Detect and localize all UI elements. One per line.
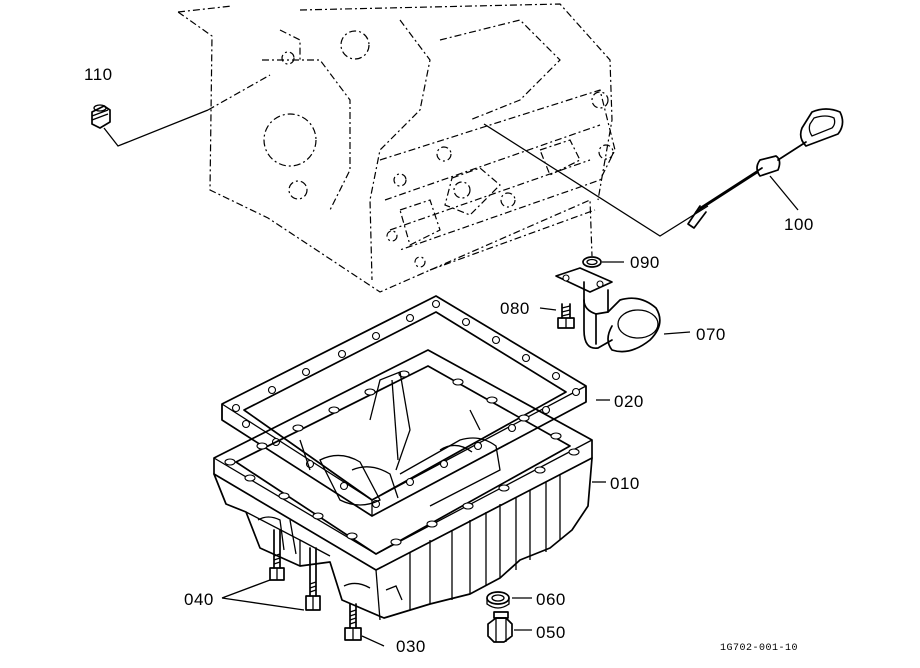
drawing-code: 1G702-001-10 xyxy=(720,643,798,654)
callout-090: 090 xyxy=(630,253,660,272)
callout-080: 080 xyxy=(500,299,530,318)
callout-030: 030 xyxy=(396,637,426,656)
part-100-dipstick xyxy=(483,108,844,237)
callout-040: 040 xyxy=(184,590,214,609)
part-070-oil-strainer xyxy=(555,267,691,353)
part-060-washer xyxy=(486,591,532,609)
part-090-o-ring xyxy=(582,256,624,268)
callout-070: 070 xyxy=(696,325,726,344)
part-110-plug xyxy=(91,104,209,147)
part-050-drain-plug xyxy=(487,611,532,643)
gasket-bolt-holes xyxy=(231,299,581,509)
callout-100: 100 xyxy=(784,215,814,234)
part-080-bolt xyxy=(539,303,575,329)
pan-bolt-holes xyxy=(224,370,580,546)
part-020-gasket xyxy=(221,295,610,517)
callout-010: 010 xyxy=(610,474,640,493)
callout-020: 020 xyxy=(614,392,644,411)
callout-110: 110 xyxy=(84,65,113,84)
engine-block-outline xyxy=(177,3,616,293)
part-040-bolts xyxy=(221,529,321,611)
part-010-oil-pan xyxy=(213,349,606,621)
part-030-bolt xyxy=(344,603,385,647)
callout-060: 060 xyxy=(536,590,566,609)
callout-050: 050 xyxy=(536,623,566,642)
